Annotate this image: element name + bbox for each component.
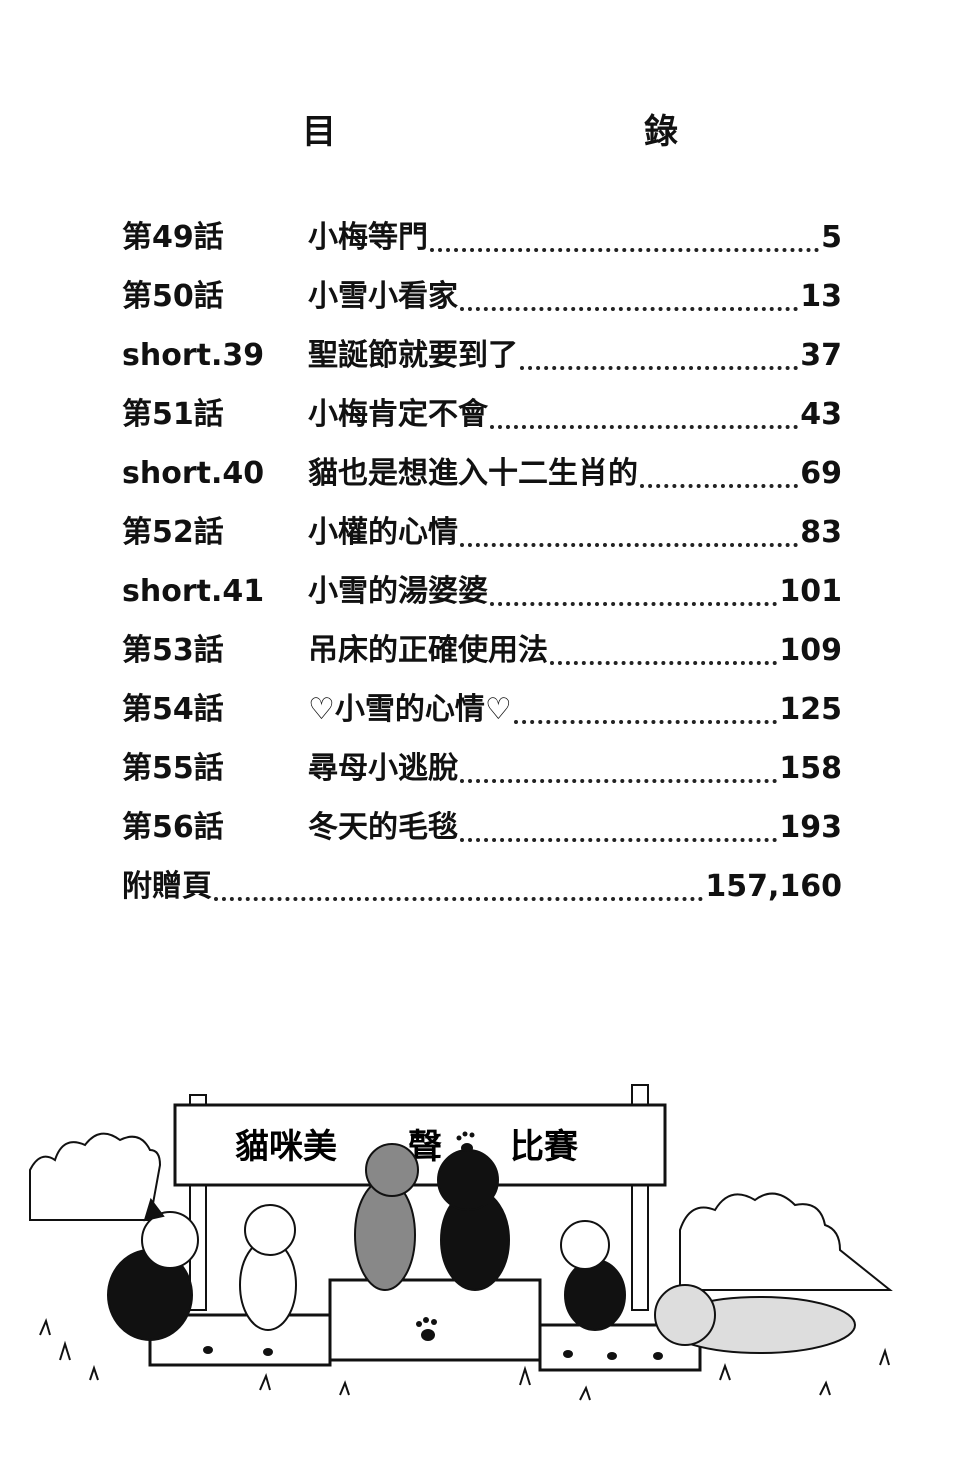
paw-icon (416, 1317, 437, 1341)
page-title: 目 錄 (302, 112, 758, 152)
chapter-title: ♡小雪的心情♡ (308, 692, 512, 727)
page-number: 37 (800, 338, 842, 373)
chapter-number: short.41 (122, 574, 265, 609)
chapter-title: 小權的心情 (308, 515, 458, 550)
chapter-title: 小雪小看家 (308, 279, 458, 314)
dot-leader (490, 601, 778, 606)
dot-leader (430, 247, 820, 252)
dot-leader (550, 660, 778, 665)
chapter-number: 第55話 (122, 751, 224, 786)
toc-row[interactable]: 第56話 冬天的毛毯 193 (122, 802, 842, 861)
page-number: 193 (779, 810, 842, 845)
page-number: 5 (821, 220, 842, 255)
chapter-number: 第49話 (122, 220, 224, 255)
dot-leader (460, 778, 778, 783)
dot-leader (460, 542, 799, 547)
chapter-number: short.40 (122, 456, 265, 491)
cat-contest-illustration: 貓咪美 聲 比賽 (29, 1084, 893, 1401)
cat-grey-winner (354, 1143, 419, 1291)
dot-leader (460, 837, 778, 842)
chapter-title: 貓也是想進入十二生肖的 (308, 456, 638, 491)
chapter-title: 小梅等門 (308, 220, 428, 255)
toc-row[interactable]: 第51話 小梅肯定不會 43 (122, 389, 842, 448)
page-number: 83 (800, 515, 842, 550)
chapter-title: 吊床的正確使用法 (308, 633, 548, 668)
chapter-number: 第56話 (122, 810, 224, 845)
paw-icon (203, 1346, 663, 1360)
cat-black-winner (437, 1149, 510, 1291)
page-number: 109 (779, 633, 842, 668)
page-number: 43 (800, 397, 842, 432)
cat-black-sitting (560, 1220, 626, 1331)
toc-row-bonus[interactable]: 附贈頁 157,160 (122, 861, 842, 920)
chapter-title: 聖誕節就要到了 (308, 338, 518, 373)
dot-leader (640, 483, 799, 488)
dot-leader (520, 365, 799, 370)
toc-row[interactable]: 第50話 小雪小看家 13 (122, 271, 842, 330)
chapter-title: 尋母小逃脫 (308, 751, 458, 786)
page-number: 101 (779, 574, 842, 609)
toc-row[interactable]: short.41 小雪的湯婆婆 101 (122, 566, 842, 625)
sign-text-left: 貓咪美 (235, 1127, 337, 1167)
dot-leader (513, 719, 778, 724)
bush-right (679, 1192, 893, 1291)
cat-black-white-left (107, 1197, 199, 1341)
toc-row[interactable]: 第55話 尋母小逃脫 158 (122, 743, 842, 802)
dot-leader (214, 896, 704, 901)
bonus-label: 附贈頁 (122, 869, 212, 904)
sign-board (173, 1103, 667, 1187)
page-number: 158 (779, 751, 842, 786)
page-number: 13 (800, 279, 842, 314)
chapter-number: 第53話 (122, 633, 224, 668)
toc-row[interactable]: 第49話 小梅等門 5 (122, 212, 842, 271)
cat-tabby-lying (654, 1284, 856, 1354)
sign-text-right: 比賽 (510, 1127, 578, 1167)
page-number: 125 (779, 692, 842, 727)
toc-row[interactable]: short.39 聖誕節就要到了 37 (122, 330, 842, 389)
toc-row[interactable]: 第53話 吊床的正確使用法 109 (122, 625, 842, 684)
page-number: 69 (800, 456, 842, 491)
chapter-number: 第51話 (122, 397, 224, 432)
chapter-title: 冬天的毛毯 (308, 810, 458, 845)
toc-row[interactable]: 第52話 小權的心情 83 (122, 507, 842, 566)
dot-leader (460, 306, 799, 311)
table-of-contents: 第49話 小梅等門 5 第50話 小雪小看家 13 short.39 聖誕節就要… (122, 212, 842, 920)
toc-row[interactable]: 第54話 ♡小雪的心情♡ 125 (122, 684, 842, 743)
chapter-title: 小雪的湯婆婆 (308, 574, 488, 609)
chapter-number: 第50話 (122, 279, 224, 314)
bush-left (29, 1132, 162, 1221)
toc-row[interactable]: short.40 貓也是想進入十二生肖的 69 (122, 448, 842, 507)
dot-leader (490, 424, 799, 429)
chapter-number: short.39 (122, 338, 265, 373)
chapter-number: 第54話 (122, 692, 224, 727)
chapter-title: 小梅肯定不會 (308, 397, 488, 432)
chapter-number: 第52話 (122, 515, 224, 550)
grass (39, 1318, 890, 1401)
page-number: 157,160 (705, 869, 842, 904)
cat-white-standing (239, 1204, 297, 1331)
